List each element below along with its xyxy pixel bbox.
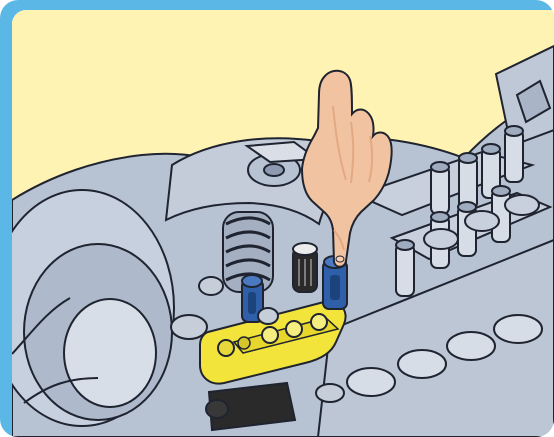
scene-label [12,10,13,11]
instruction-illustration [12,10,554,437]
black-bushing [293,243,317,292]
instruction-svg [12,10,554,437]
